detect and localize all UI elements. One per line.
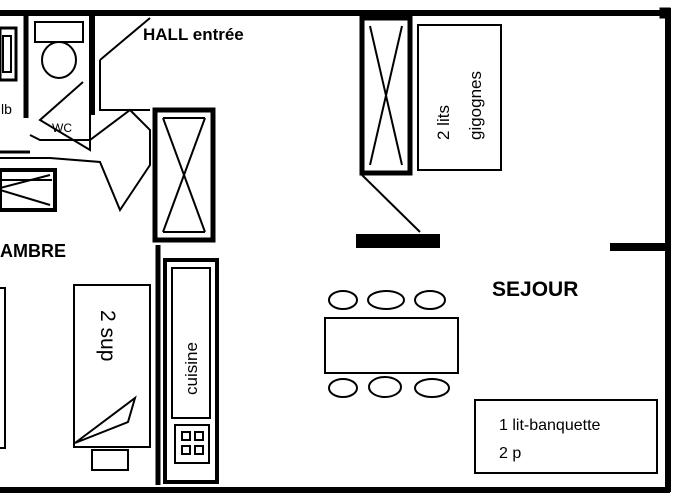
sofa-bed [474, 399, 658, 474]
chair [328, 378, 358, 398]
room-label-hall: HALL entrée [143, 25, 244, 44]
kitchen [155, 245, 219, 485]
bunk-beds [417, 24, 502, 171]
wardrobe-hall [152, 107, 216, 243]
sofa-bed-label-line2: 2 p [499, 445, 521, 462]
kitchen-counter [163, 258, 219, 484]
left-bed-edge [0, 287, 6, 449]
room-label-wc: WC [52, 121, 72, 135]
bathroom [0, 13, 30, 154]
wc-room [34, 13, 95, 152]
room-label-sejour: SEJOUR [492, 278, 578, 301]
dining-table [324, 317, 459, 374]
entry-door [99, 17, 151, 111]
corner-notch [659, 7, 671, 19]
dining-set [324, 290, 459, 398]
room-label-chambre: AMBRE [0, 241, 66, 261]
room-label-cuisine: cuisine [182, 342, 201, 395]
wc-door [38, 81, 91, 152]
toilet-tank [34, 21, 84, 43]
chair [367, 290, 405, 310]
extra-beds-label: 2 sup [96, 310, 119, 361]
shower-tray [0, 26, 18, 82]
bunk-beds-label-line1: 2 lits [434, 105, 453, 140]
chair [368, 376, 402, 398]
room-label-sdb: lb [1, 101, 12, 117]
bedroom-closet [0, 168, 57, 212]
bedroom-door [0, 108, 151, 213]
sofa-bed-label-line1: 1 lit-banquette [499, 417, 601, 434]
pillow [91, 449, 129, 471]
toilet-bowl [41, 41, 77, 79]
chair [414, 290, 446, 310]
chair [414, 378, 450, 398]
single-bed [73, 284, 151, 448]
stove-icon [174, 424, 210, 464]
bedroom-beds [0, 284, 151, 471]
bunk-beds-label-line2: gigognes [466, 71, 485, 140]
wardrobe-sejour [356, 15, 440, 248]
chair [328, 290, 358, 310]
